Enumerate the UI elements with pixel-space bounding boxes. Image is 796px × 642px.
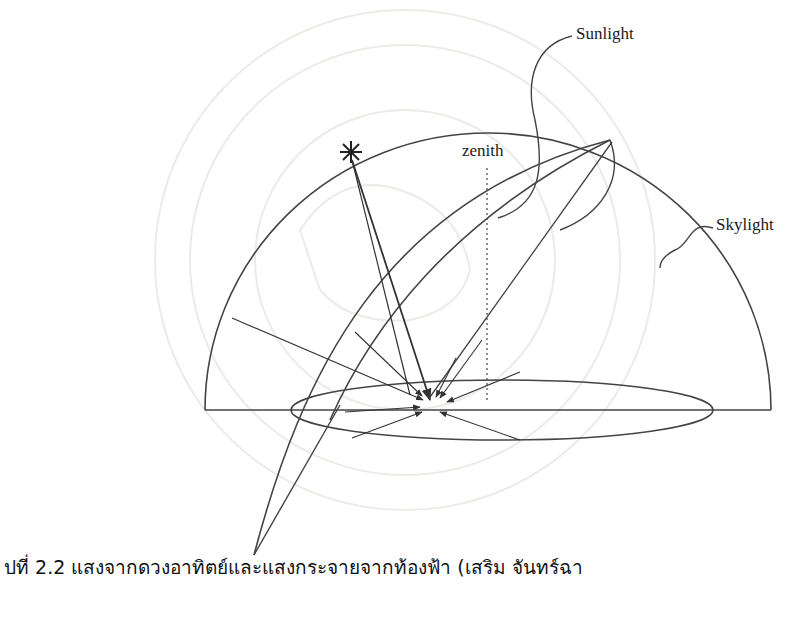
sunlight-label: Sunlight bbox=[576, 24, 634, 44]
sun-symbol bbox=[340, 141, 362, 163]
watermark-seal bbox=[155, 10, 655, 510]
figure-caption: ปที่ 2.2 แสงจากดวงอาทิตย์และแสงกระจายจาก… bbox=[4, 552, 583, 582]
zenith-label: zenith bbox=[462, 141, 504, 161]
skylight-label: Skylight bbox=[716, 215, 774, 235]
